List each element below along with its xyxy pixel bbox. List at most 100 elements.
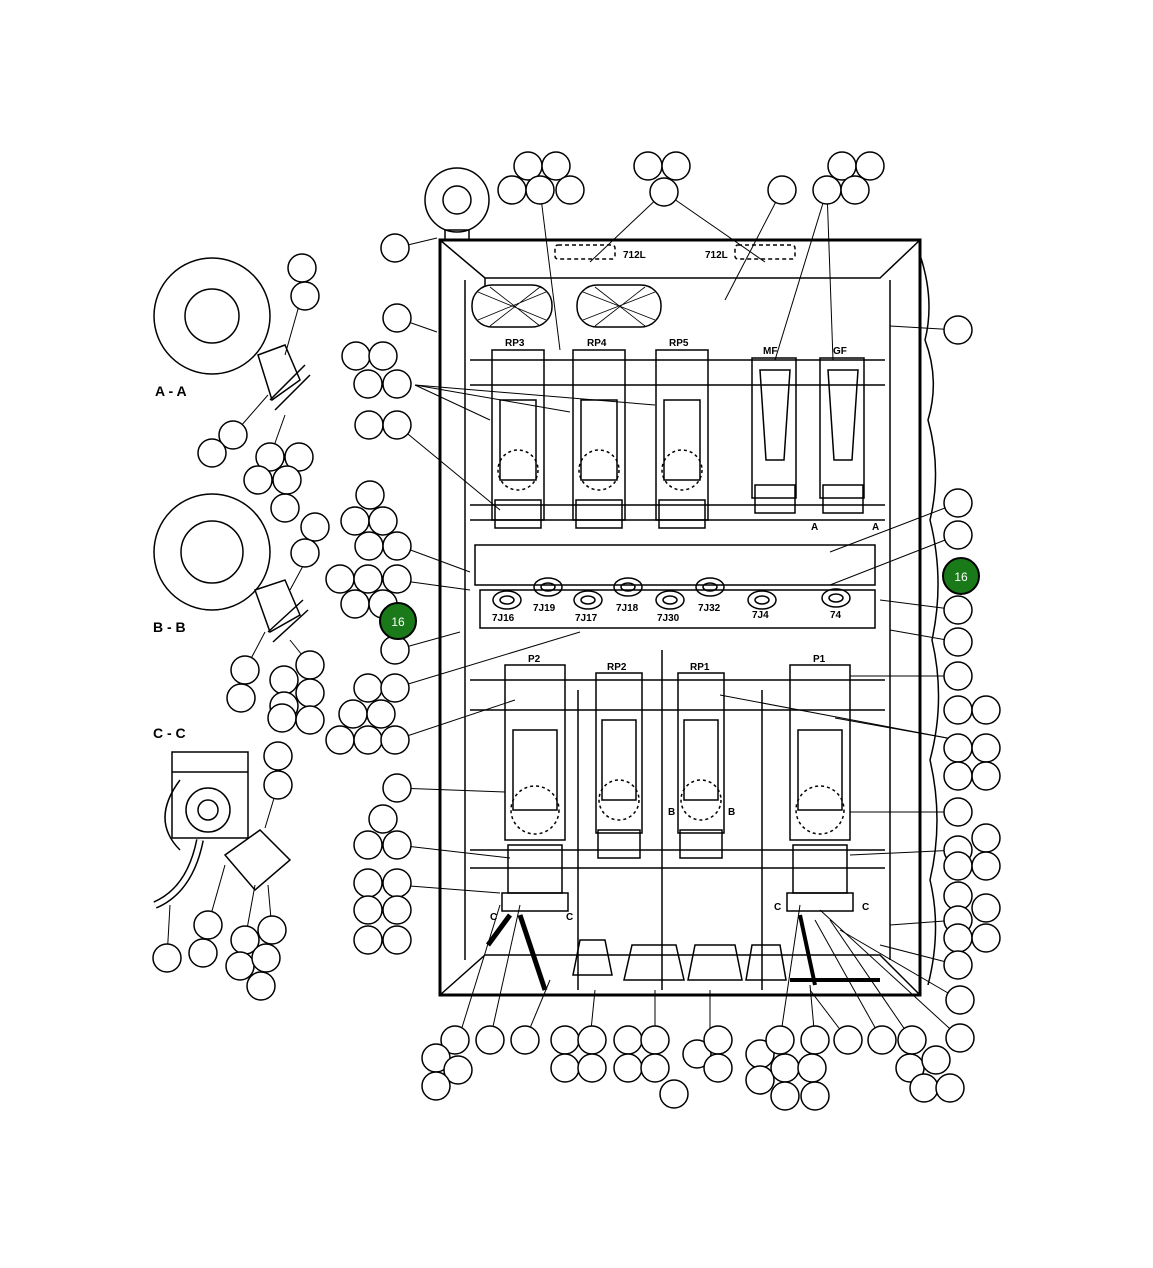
callout-16-right-circle[interactable] (942, 557, 980, 595)
leader-line (663, 191, 766, 263)
reference-bubble (943, 797, 973, 827)
reference-bubble (368, 804, 398, 834)
rp5-label: RP5 (669, 338, 689, 349)
reference-bubble (287, 253, 317, 283)
reference-bubble (263, 741, 293, 771)
leader-line (396, 844, 511, 859)
reference-bubble (971, 695, 1001, 725)
connector-oval-inner (828, 593, 844, 603)
reference-bubble (800, 1081, 830, 1111)
reference-bubble (290, 538, 320, 568)
reference-bubble (943, 661, 973, 691)
reference-bubble (353, 868, 383, 898)
reference-bubble (943, 923, 973, 953)
leader-line (814, 919, 883, 1041)
connector-oval (613, 577, 643, 597)
marker-a-left: A (811, 522, 818, 533)
leader-line (454, 904, 501, 1051)
callout-16-left[interactable]: 16 (379, 602, 417, 640)
reference-bubble (943, 733, 973, 763)
reference-bubble (943, 595, 973, 625)
reference-bubble (971, 761, 1001, 791)
connector-label: 7J4 (752, 610, 769, 621)
cabinet-enclosure (438, 238, 940, 997)
fuse-mf: MF (751, 346, 797, 514)
relay-rp4: RP4 (572, 338, 626, 529)
connector-label: 7J16 (492, 613, 515, 624)
connector-oval-inner (580, 595, 596, 605)
reference-bubble (867, 1025, 897, 1055)
upper-relay-row: RP3 RP4 RP5 MF GF (470, 338, 885, 529)
leader-line (396, 884, 501, 894)
section-view-bb: B - B (153, 493, 309, 643)
reference-bubble (225, 951, 255, 981)
leader-line (589, 191, 665, 263)
reference-bubble (767, 175, 797, 205)
callout-16-left-text: 16 (391, 615, 405, 629)
marker-a-right: A (872, 522, 879, 533)
connector-oval-inner (754, 595, 770, 605)
reference-bubble (833, 1025, 863, 1055)
reference-bubble (368, 506, 398, 536)
p1-label: P1 (813, 654, 826, 665)
leader-line (849, 849, 959, 856)
relay-p2: P2 (501, 654, 569, 912)
fuse-gf: GF (819, 346, 865, 514)
reference-bubble (188, 938, 218, 968)
reference-bubble (380, 635, 410, 665)
leader-line (774, 189, 828, 361)
reference-bubble (443, 1055, 473, 1085)
marker-b-right: B (728, 807, 735, 818)
reference-bubble (855, 151, 885, 181)
reference-bubbles (152, 151, 1001, 1111)
marker-c-4: C (862, 902, 869, 913)
connector-oval (655, 590, 685, 610)
reference-bubble (325, 564, 355, 594)
reference-bubble (613, 1053, 643, 1083)
leader-line (414, 384, 656, 406)
reference-bubble (353, 895, 383, 925)
reference-bubble (263, 770, 293, 800)
reference-bubble (295, 705, 325, 735)
callout-16-right[interactable]: 16 (942, 557, 980, 595)
relay-rp2: RP2 (595, 662, 643, 859)
reference-bubble (382, 303, 412, 333)
reference-bubble (550, 1053, 580, 1083)
section-view-cc: C - C (153, 725, 292, 909)
connector-oval-inner (540, 582, 556, 592)
reference-bubble (945, 985, 975, 1015)
connector-label: 7J17 (575, 613, 598, 624)
reference-bubble (340, 506, 370, 536)
reference-bubble (943, 851, 973, 881)
view-markers: A A B B C C C C (490, 522, 879, 923)
reference-bubble (255, 442, 285, 472)
lifting-eye (424, 167, 490, 241)
reference-bubble (382, 410, 412, 440)
reference-bubble (640, 1053, 670, 1083)
relay-rp1: RP1 (677, 662, 725, 859)
callout-16-left-circle[interactable] (379, 602, 417, 640)
reference-bubble (338, 699, 368, 729)
reference-bubble (971, 823, 1001, 853)
leader-line (829, 534, 959, 586)
section-cc-label: C - C (153, 725, 186, 741)
reference-bubble (382, 868, 412, 898)
reference-bubble (382, 369, 412, 399)
connector-oval-inner (620, 582, 636, 592)
reference-bubble (640, 1025, 670, 1055)
reference-bubble (945, 1023, 975, 1053)
leader-line (819, 909, 961, 1039)
reference-bubble (703, 1053, 733, 1083)
reference-bubble (770, 1053, 800, 1083)
leader-line (414, 384, 491, 421)
connector-label: 7J19 (533, 603, 556, 614)
leader-line (394, 699, 516, 741)
connector-label: 7J32 (698, 603, 721, 614)
reference-bubble (812, 175, 842, 205)
reference-bubble (230, 655, 260, 685)
rp4-label: RP4 (587, 338, 607, 349)
reference-bubble (325, 725, 355, 755)
reference-bubble (935, 1073, 965, 1103)
reference-bubble (745, 1065, 775, 1095)
